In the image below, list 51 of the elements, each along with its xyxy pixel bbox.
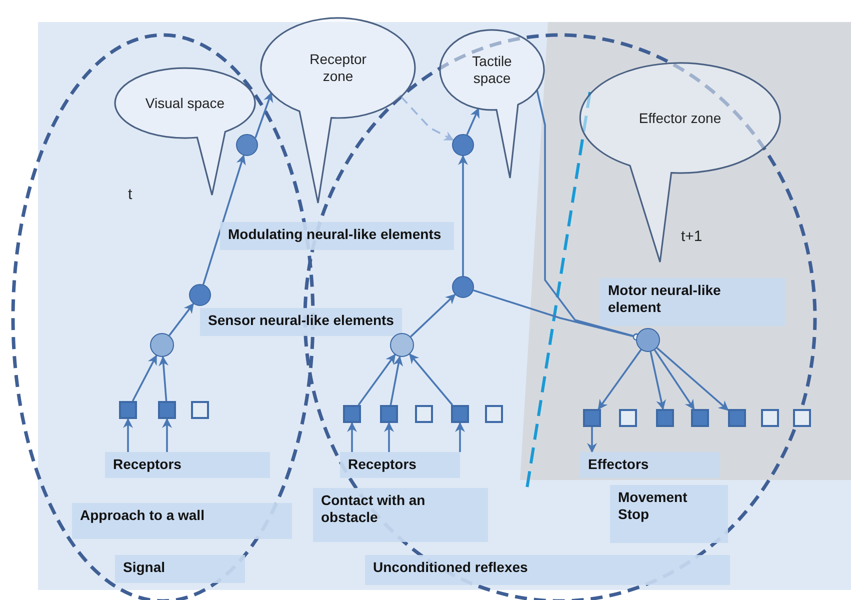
arrow (158, 356, 169, 402)
arrow (123, 418, 133, 452)
label-band: Contact with an obstacle (313, 488, 488, 542)
arrow (656, 347, 729, 411)
effector-square (793, 409, 811, 427)
arrow (347, 422, 357, 452)
label-band: Signal (115, 555, 245, 583)
arrow (390, 356, 404, 406)
receptor-square (119, 401, 137, 419)
label-band: Receptors (105, 452, 270, 478)
effector-square (728, 409, 746, 427)
effector-square (583, 409, 601, 427)
arrow (650, 352, 666, 410)
arrow (132, 354, 158, 402)
label-band: Receptors (340, 452, 460, 478)
receptor-square (415, 405, 433, 423)
arrow (162, 418, 172, 452)
receptor-square (343, 405, 361, 423)
label-band: Movement Stop (610, 485, 728, 543)
speech-bubble: Receptor zone (260, 17, 416, 204)
arrow (587, 427, 597, 453)
receptor-square (451, 405, 469, 423)
effector-square (656, 409, 674, 427)
label-band: Modulating neural-like elements (220, 222, 454, 250)
arrow (358, 354, 396, 406)
arrow (466, 108, 480, 136)
arrow (168, 303, 194, 336)
effector-square (761, 409, 779, 427)
receptor-square (485, 405, 503, 423)
receptor-square (158, 401, 176, 419)
arrow (410, 294, 456, 338)
time-label: t+1 (681, 228, 702, 245)
arrow (458, 155, 468, 276)
arrow (384, 422, 394, 452)
arrow (455, 422, 465, 452)
speech-bubble: Tactile space (439, 29, 545, 179)
arrow (598, 349, 642, 410)
label-band: Sensor neural-like elements (200, 308, 402, 336)
receptor-square (380, 405, 398, 423)
label-band: Motor neural-like element (600, 278, 785, 326)
arrow (254, 92, 273, 138)
receptor-square (191, 401, 209, 419)
label-band: Unconditioned reflexes (365, 555, 730, 585)
arrow (400, 96, 454, 141)
effector-square (691, 409, 709, 427)
label-band: Effectors (580, 452, 720, 478)
arrow (202, 154, 246, 285)
effector-square (619, 409, 637, 427)
arrow (409, 353, 454, 406)
arrow (654, 350, 695, 410)
label-band: Approach to a wall (72, 503, 292, 539)
